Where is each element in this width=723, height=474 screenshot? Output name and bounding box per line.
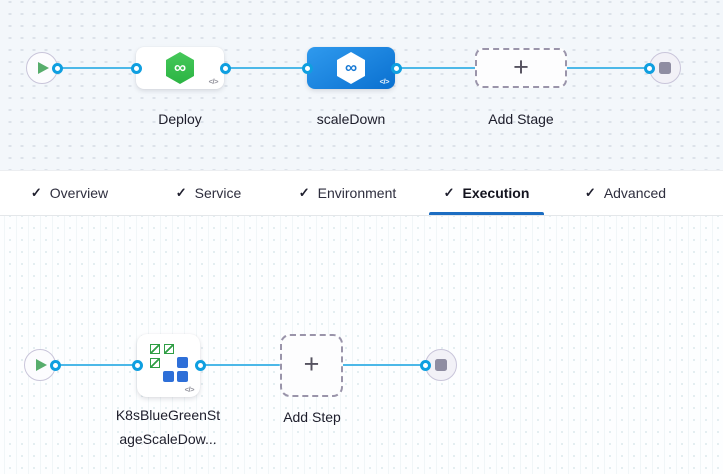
code-view-icon[interactable]: </> [184,385,195,394]
infinity-glyph: ∞ [173,57,187,77]
play-icon [36,359,47,371]
tab-label: Environment [317,185,397,201]
stage-node-deploy[interactable]: ∞ </> [136,47,224,89]
add-stage-label: Add Stage [488,111,554,127]
connector-dot [643,62,655,74]
active-tab-underline [428,212,545,215]
tab-service[interactable]: ✓ Service [161,171,257,215]
edge [341,363,425,366]
connector-dot [390,62,402,74]
edge [225,66,308,69]
connector-dot [131,359,143,371]
add-step-label: Add Step [283,409,341,425]
check-icon: ✓ [175,185,187,200]
harness-deploy-icon: ∞ [166,52,194,84]
code-view-icon[interactable]: </> [208,77,219,86]
step-node-k8s-bluegreen-scaledown[interactable]: </> [137,334,200,397]
tab-overview[interactable]: ✓ Overview [16,171,123,215]
tab-advanced[interactable]: ✓ Advanced [570,171,681,215]
connector-dot [301,62,313,74]
stop-icon [659,62,671,74]
stage-graph-canvas[interactable]: ∞ </> Deploy ∞ </> scaleDown + Add Stage [0,0,723,171]
tab-label: Service [194,185,242,201]
tab-label: Execution [462,185,530,201]
tab-environment[interactable]: ✓ Environment [284,171,412,215]
connector-dot [219,62,231,74]
k8s-bluegreen-scaledown-icon [150,344,188,382]
check-icon: ✓ [298,185,310,200]
k8s-green-square [150,344,160,354]
connector-dot [419,359,431,371]
edge [566,66,650,69]
edge [57,66,137,69]
step-label-line1: K8sBlueGreenSt [115,407,221,423]
check-icon: ✓ [443,185,455,200]
k8s-blue-square [177,371,188,382]
edge [396,66,476,69]
connector-dot [130,62,142,74]
check-icon: ✓ [30,185,42,200]
stage-label-deploy: Deploy [158,111,202,127]
stop-icon [435,359,447,371]
code-view-icon[interactable]: </> [379,77,390,86]
add-stage-button[interactable]: + [475,48,567,88]
tab-label: Advanced [603,185,667,201]
edge [55,363,137,366]
play-icon [38,62,49,74]
connector-dot [51,62,63,74]
infinity-glyph: ∞ [344,57,358,77]
add-step-button[interactable]: + [280,334,343,397]
harness-deploy-icon: ∞ [337,52,365,84]
connector-dot [49,359,61,371]
stage-config-tabs: ✓ Overview ✓ Service ✓ Environment ✓ Exe… [0,171,723,216]
k8s-green-square [164,344,174,354]
k8s-green-square [150,358,160,368]
step-label-line2: ageScaleDow... [119,431,217,447]
stage-label-scaledown: scaleDown [316,111,386,127]
plus-icon: + [303,349,320,379]
edge [200,363,280,366]
plus-icon: + [513,51,529,82]
k8s-blue-square [163,371,174,382]
tab-execution[interactable]: ✓ Execution [428,171,545,215]
k8s-blue-square [177,357,188,368]
connector-dot [194,359,206,371]
check-icon: ✓ [584,185,596,200]
step-label: K8sBlueGreenSt ageScaleDow... [103,403,233,451]
stage-node-scaledown[interactable]: ∞ </> [307,47,395,89]
tab-label: Overview [49,185,109,201]
execution-step-canvas[interactable]: </> K8sBlueGreenSt ageScaleDow... + Add … [0,216,723,474]
